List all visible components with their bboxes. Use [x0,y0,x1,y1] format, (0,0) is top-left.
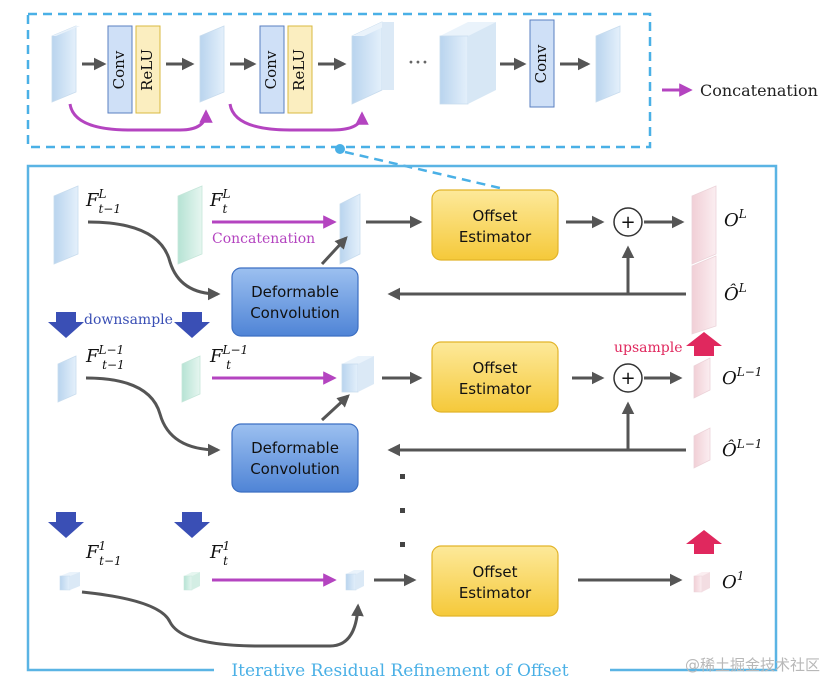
conv-label-2: Conv [262,50,280,89]
concat-feature-L [339,193,361,265]
legend-concat-label: Concatenation [700,81,818,100]
feature-map-top-2 [199,25,225,103]
label-o-1: O1 [722,569,744,593]
deformable-conv-L-line1: Deformable [251,283,339,301]
offset-estimator-L-line1: Offset [472,207,517,225]
offset-estimator-L-line2: Estimator [459,228,532,246]
plus-node-L-1 [613,363,643,393]
output-O-L-1 [693,357,711,399]
offset-estimator-L-1-line2: Estimator [459,380,532,398]
concat-curve-top-2 [228,103,369,132]
down-arrow-prev-2 [48,512,84,538]
relu-block-1 [135,25,161,114]
feature-cur-level-L-1 [181,355,201,403]
output-Ohat-L [691,255,717,335]
feature-cur-level-1 [183,572,200,591]
output-O-1 [693,572,710,593]
conv-block-1 [107,25,133,114]
conv-label-3: Conv [532,44,550,83]
downsample-label: downsample [84,312,173,328]
label-ohat-L: ÔL [724,281,747,305]
concat-feature-L-1 [341,356,374,393]
offset-estimator-1-line2: Estimator [459,584,532,602]
up-arrow-1 [686,332,722,356]
down-arrow-cur-2 [174,512,210,538]
zoom-dot [335,144,345,154]
deformable-conv-L-1 [231,423,359,493]
conv-block-2 [259,25,285,114]
feature-prev-level-1 [59,572,80,591]
offset-estimator-1-line1: Offset [472,563,517,581]
arrow-deform-to-concat-L-1 [320,394,350,422]
plus-symbol-L: + [620,212,635,233]
output-O-L [691,185,717,265]
upsample-label: upsample [614,340,683,356]
relu-label-2: ReLU [290,49,308,91]
feature-prev-level-L-1 [57,355,77,403]
curve-prev-to-deform-L [87,220,221,301]
plus-node-L [613,207,643,237]
up-arrow-2 [686,530,722,554]
offset-estimator-L [431,189,559,261]
concat-label-L: Concatenation [212,231,315,247]
feature-cur-level-L [177,185,203,265]
conv-block-3 [529,19,555,108]
watermark: @稀土掘金技术社区 [685,656,820,674]
feature-prev-level-L [53,185,79,265]
curve-prev-to-deform-L-1 [85,376,221,457]
deformable-conv-L [231,267,359,337]
top-ellipsis: ··· [408,51,429,76]
conv-label-1: Conv [110,50,128,89]
feature-map-top-1 [51,25,80,103]
feature-map-top-5 [595,25,621,103]
plus-symbol-L-1: + [620,368,635,389]
concat-curve-top-1 [68,103,213,132]
deformable-conv-L-1-line1: Deformable [251,439,339,457]
relu-block-2 [287,25,313,114]
feature-map-top-4 [439,22,496,105]
down-arrow-cur-1 [174,312,210,338]
label-ohat-L-1: ÔL−1 [722,437,762,461]
concat-feature-1 [345,570,364,591]
main-panel-title: Iterative Residual Refinement of Offset [231,661,568,681]
label-o-L: OL [724,207,747,231]
down-arrow-prev-1 [48,312,84,338]
curve-prev-to-concat-1 [81,590,364,648]
output-Ohat-L-1 [693,427,711,469]
offset-estimator-L-1-line1: Offset [472,359,517,377]
deformable-conv-L-line2: Convolution [250,304,340,322]
deformable-conv-L-1-line2: Convolution [250,460,340,478]
offset-estimator-L-1 [431,341,559,413]
zoom-link [344,150,501,190]
arrow-deform-to-concat-L [320,236,348,266]
offset-estimator-1 [431,545,559,617]
vertical-ellipsis [400,474,405,547]
feature-map-top-3 [351,21,394,105]
relu-label-1: ReLU [138,49,156,91]
label-o-L-1: OL−1 [722,365,762,389]
main-panel-frame [26,164,778,672]
